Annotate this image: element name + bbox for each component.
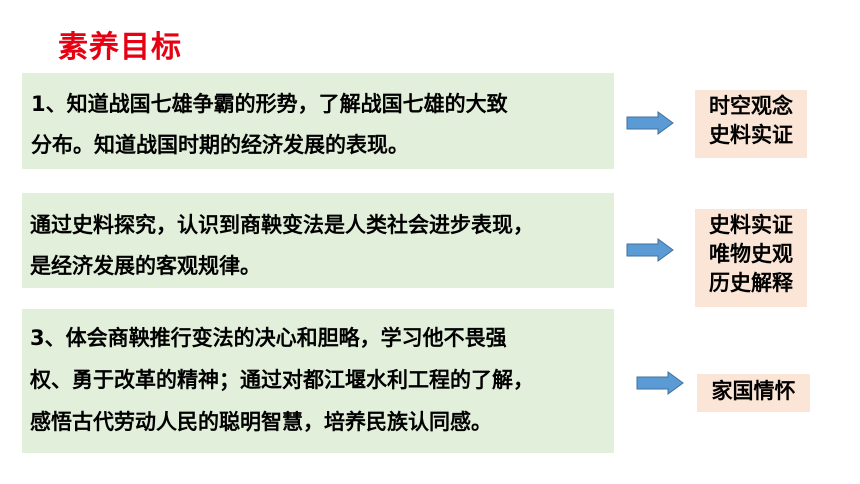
goal-1-line-1: 1、知道战国七雄争霸的形势，了解战国七雄的大致 — [31, 92, 508, 116]
competency-tag: 唯物史观 — [709, 241, 793, 266]
goal-3-line-1: 3、体会商鞅推行变法的决心和胆略，学习他不畏强 — [30, 326, 507, 350]
competency-tags-1: 时空观念 史料实证 — [695, 90, 807, 158]
goal-1-line-2: 分布。知道战国时期的经济发展的表现。 — [31, 132, 409, 157]
goal-box-1: 1、知道战国七雄争霸的形势，了解战国七雄的大致 分布。知道战国时期的经济发展的表… — [22, 73, 614, 169]
competency-tag: 史料实证 — [709, 213, 793, 237]
right-arrow-icon — [626, 238, 674, 262]
competency-tag: 时空观念 — [709, 94, 793, 118]
right-arrow-icon — [626, 111, 674, 135]
goal-2-line-2: 是经济发展的客观规律。 — [30, 253, 261, 278]
goal-3-line-3: 感悟古代劳动人民的聪明智慧，培养民族认同感。 — [30, 410, 492, 434]
competency-tags-2: 史料实证 唯物史观 历史解释 — [695, 209, 807, 307]
right-arrow-icon — [636, 371, 684, 395]
competency-tags-3: 家国情怀 — [697, 374, 810, 412]
goal-box-3: 3、体会商鞅推行变法的决心和胆略，学习他不畏强 权、勇于改革的精神；通过对都江堰… — [22, 309, 614, 453]
goal-2-line-1: 通过史料探究，认识到商鞅变法是人类社会进步表现， — [30, 213, 534, 237]
competency-tag: 史料实证 — [709, 122, 793, 147]
goal-3-line-2: 权、勇于改革的精神；通过对都江堰水利工程的了解， — [30, 368, 534, 392]
goal-box-2: 通过史料探究，认识到商鞅变法是人类社会进步表现， 是经济发展的客观规律。 — [22, 193, 614, 288]
competency-tag: 历史解释 — [709, 270, 793, 295]
competency-tag: 家国情怀 — [711, 379, 796, 403]
page-title: 素养目标 — [58, 30, 182, 65]
